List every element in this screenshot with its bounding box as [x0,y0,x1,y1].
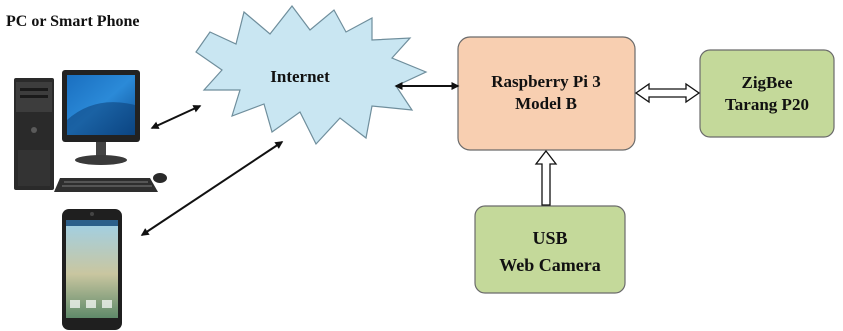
camera-label-line2: Web Camera [499,255,600,275]
smartphone-icon [62,209,122,330]
camera-raspberry-hollow-arrow [534,149,558,206]
zigbee-label-line2: Tarang P20 [725,95,809,114]
raspberry-pi-node: Raspberry Pi 3 Model B [457,36,636,151]
pc-internet-arrow [150,105,202,129]
internet-starburst-shape [195,5,428,146]
raspberry-label-line1: Raspberry Pi 3 [491,72,601,91]
raspberry-zigbee-hollow-arrow [634,82,701,104]
zigbee-label-line1: ZigBee [742,73,793,92]
internet-label: Internet [270,67,330,86]
internet-cloud: Internet [195,5,428,146]
raspberry-label-line2: Model B [515,94,577,113]
phone-internet-arrow [140,141,284,236]
heading-label: PC or Smart Phone [6,13,139,30]
desktop-computer-icon [14,70,167,192]
usb-camera-node: USB Web Camera [474,205,626,294]
camera-label-line1: USB [532,228,567,248]
zigbee-node: ZigBee Tarang P20 [699,49,835,138]
